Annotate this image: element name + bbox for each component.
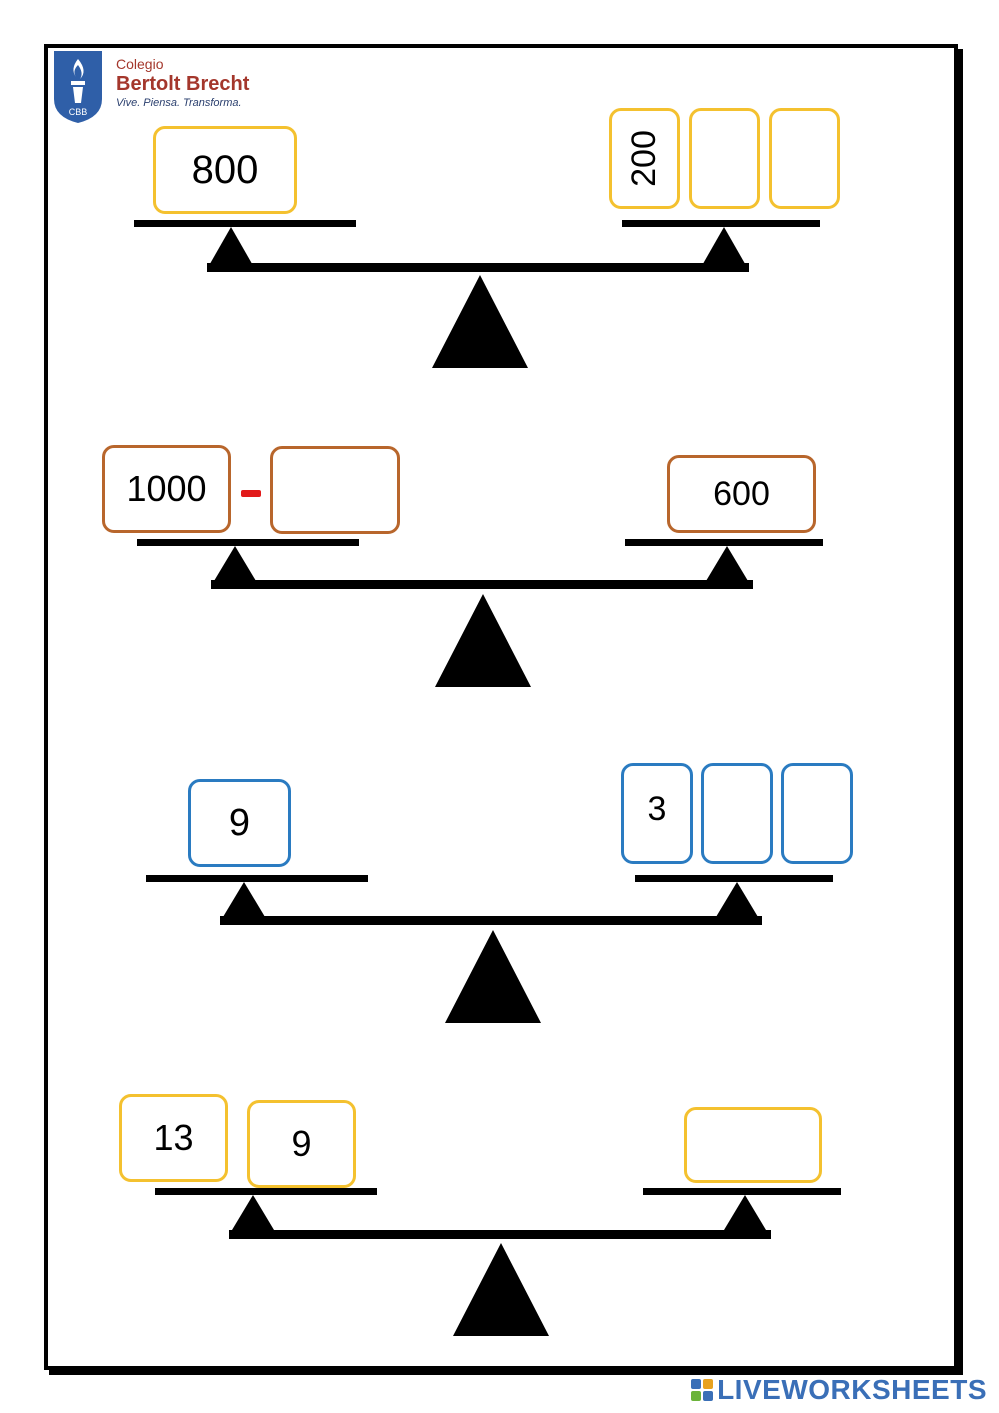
scale-4-fulcrum xyxy=(453,1243,549,1336)
scale-2-left-box-2[interactable] xyxy=(270,446,400,534)
scale-1-left-pan xyxy=(134,220,356,227)
scale-2-right-support xyxy=(703,546,751,586)
scale-3-right-support xyxy=(713,882,761,922)
scale-3-left-box-1[interactable]: 9 xyxy=(188,779,291,867)
scale-1-left-box-1[interactable]: 800 xyxy=(153,126,297,214)
scale-4-beam xyxy=(229,1230,771,1239)
scale-3-left-pan xyxy=(146,875,368,882)
scale-1-right-pan xyxy=(622,220,820,227)
scale-1-left-support xyxy=(207,227,255,269)
scale-1-beam xyxy=(207,263,749,272)
scale-4-left-support xyxy=(229,1195,277,1235)
brand-text: LIVEWORKSHEETS xyxy=(717,1374,987,1405)
scale-3-right-pan xyxy=(635,875,833,882)
scale-4-left-box-1[interactable]: 13 xyxy=(119,1094,228,1182)
logo-line-1: Colegio xyxy=(116,56,164,72)
scale-4-left-pan xyxy=(155,1188,377,1195)
scale-2-fulcrum xyxy=(435,594,531,687)
scale-3-right-box-3[interactable] xyxy=(781,763,853,864)
scale-3-right-box-2[interactable] xyxy=(701,763,773,864)
scale-2-left-pan xyxy=(137,539,359,546)
scale-4-right-support xyxy=(721,1195,769,1235)
scale-2-right-box-1[interactable]: 600 xyxy=(667,455,816,533)
scale-1-fulcrum xyxy=(432,275,528,368)
scale-3-beam xyxy=(220,916,762,925)
scale-2-left-box-1[interactable]: 1000 xyxy=(102,445,231,533)
scale-1-right-box-3[interactable] xyxy=(769,108,840,209)
emblem-text: CBB xyxy=(69,107,88,117)
scale-3-fulcrum xyxy=(445,930,541,1023)
scale-3-left-support xyxy=(220,882,268,922)
scale-4-right-pan xyxy=(643,1188,841,1195)
scale-1-right-box-2[interactable] xyxy=(689,108,760,209)
minus-sign xyxy=(241,490,261,497)
scale-1-right-support xyxy=(700,227,748,269)
scale-2-beam xyxy=(211,580,753,589)
scale-2-left-support xyxy=(211,546,259,586)
liveworksheets-logo-icon xyxy=(691,1379,714,1401)
logo-line-2: Bertolt Brecht xyxy=(116,73,250,95)
liveworksheets-brand: LIVEWORKSHEETS xyxy=(691,1374,987,1405)
scale-1-right-box-1[interactable]: 200 xyxy=(609,108,680,209)
scale-2-right-pan xyxy=(625,539,823,546)
scale-3-right-box-1[interactable]: 3 xyxy=(621,763,693,864)
scale-4-right-box-1[interactable] xyxy=(684,1107,822,1183)
scale-4-left-box-2[interactable]: 9 xyxy=(247,1100,356,1188)
torch-emblem-icon: CBB xyxy=(54,51,102,123)
logo-line-3: Vive. Piensa. Transforma. xyxy=(116,97,242,109)
school-logo: CBB Colegio Bertolt Brecht Vive. Piensa.… xyxy=(52,47,282,127)
